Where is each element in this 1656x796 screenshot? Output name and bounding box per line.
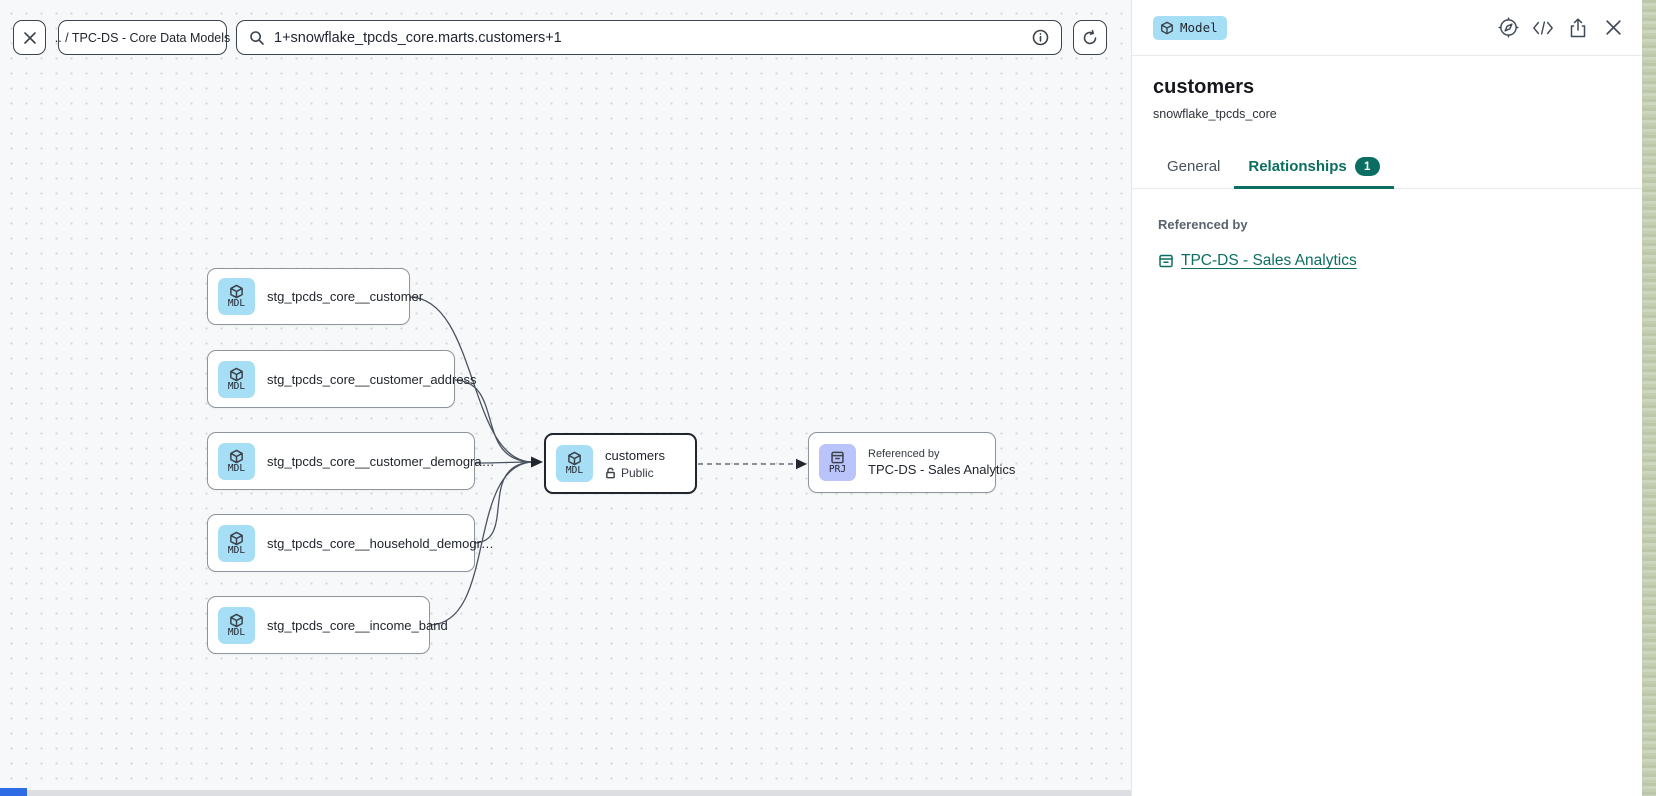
code-icon [1533,20,1553,35]
node-stg-income-band[interactable]: MDL stg_tpcds_core__income_band [207,596,448,654]
cube-icon [230,284,243,299]
node-label: TPC-DS - Sales Analytics [868,462,1016,477]
node-label: stg_tpcds_core__customer_address [267,371,477,387]
node-stg-customer-address[interactable]: MDL stg_tpcds_core__customer_address [207,350,477,408]
archive-icon [1159,254,1173,268]
cube-icon [230,449,243,463]
node-label: stg_tpcds_core__customer_demogra… [267,453,495,469]
lineage-edges [409,296,807,626]
model-badge: MDL [218,278,255,315]
cube-icon [230,367,243,381]
lineage-search[interactable] [236,20,1062,55]
edge-household-demographics [474,461,533,544]
model-badge: MDL [556,445,593,482]
resource-type-badge: Model [1153,15,1227,40]
node-label: stg_tpcds_core__income_band [267,617,448,633]
cube-icon [568,451,581,466]
share-icon [1570,17,1586,37]
lineage-canvas[interactable]: MDL stg_tpcds_core__customer MDL stg_tpc… [0,0,1131,796]
node-label: stg_tpcds_core__household_demogr… [267,535,494,551]
tab-general[interactable]: General [1167,158,1221,175]
details-panel: Model customers snowflake_tpcds_core Gen… [1131,0,1642,796]
project-badge: PRJ [819,444,856,481]
tab-relationships[interactable]: Relationships 1 [1234,147,1395,189]
referenced-by-label: Referenced by [1158,217,1248,232]
taskbar-fragment [0,788,27,796]
node-stg-household-demographics[interactable]: MDL stg_tpcds_core__household_demogr… [207,514,494,572]
panel-tabs: General Relationships 1 [1132,147,1642,189]
search-icon [250,30,264,45]
close-icon [23,31,36,44]
relationships-count-badge: 1 [1354,157,1380,176]
cube-icon [230,613,243,627]
archive-icon [831,451,844,464]
edge-arrowhead-in [531,456,543,468]
explore-lineage-button[interactable] [1497,17,1519,39]
view-code-button[interactable] [1532,17,1554,39]
compass-icon [1497,17,1519,38]
model-badge: MDL [218,442,255,480]
panel-subtitle: snowflake_tpcds_core [1153,107,1277,121]
unlock-icon [606,467,615,478]
horizontal-scrollbar[interactable] [27,790,1131,796]
close-icon [1605,20,1621,35]
access-public: Public [605,466,665,480]
node-kicker: Referenced by [868,448,940,460]
model-badge: MDL [218,524,255,562]
node-tpcds-sales-analytics[interactable]: PRJ Referenced by TPC-DS - Sales Analyti… [808,432,1015,493]
canvas-toolbar: .. / TPC-DS - Core Data Models [0,0,1131,74]
refresh-icon [1083,29,1097,44]
cube-icon [1161,21,1173,34]
panel-title: customers [1153,76,1255,98]
referenced-by-item[interactable]: TPC-DS - Sales Analytics [1158,252,1642,270]
model-badge: MDL [218,606,255,644]
close-panel-button[interactable] [1602,17,1624,39]
cube-icon [230,531,243,545]
panel-header: Model [1132,0,1642,56]
search-input[interactable] [274,29,1023,46]
share-button[interactable] [1567,17,1589,39]
edge-arrowhead-out [796,458,807,470]
close-lineage-button[interactable] [13,20,46,55]
node-label: stg_tpcds_core__customer [267,289,424,304]
project-link[interactable]: TPC-DS - Sales Analytics [1181,252,1357,269]
info-icon[interactable] [1032,29,1049,46]
breadcrumb[interactable]: .. / TPC-DS - Core Data Models [55,20,230,55]
node-label: customers [605,447,665,463]
model-badge: MDL [218,360,255,398]
node-customers[interactable]: MDL customers Public [544,433,697,494]
refresh-button[interactable] [1073,20,1107,55]
node-stg-customer-demographics[interactable]: MDL stg_tpcds_core__customer_demogra… [207,432,495,490]
desktop-wallpaper-edge [1642,0,1656,796]
node-stg-customer[interactable]: MDL stg_tpcds_core__customer [207,268,423,325]
